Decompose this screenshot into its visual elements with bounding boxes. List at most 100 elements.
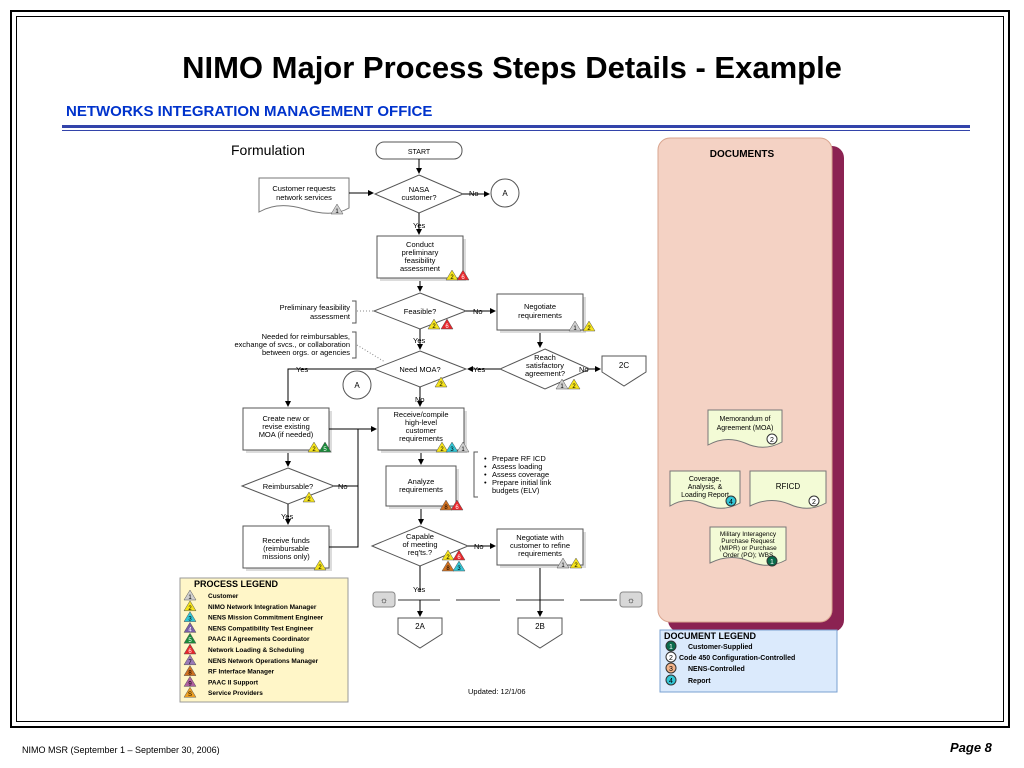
receive-compile-box: Receive/compile high-level customer requ… xyxy=(377,407,467,453)
svg-text:2: 2 xyxy=(587,326,591,332)
slide-title: NIMO Major Process Steps Details - Examp… xyxy=(182,50,842,85)
svg-text:preliminary: preliminary xyxy=(402,248,439,257)
slide-subtitle: NETWORKS INTEGRATION MANAGEMENT OFFICE xyxy=(66,103,433,120)
process-legend-label: PAAC II Support xyxy=(208,679,259,686)
doc-coverage-report: Coverage, Analysis, & Loading Report xyxy=(669,470,741,509)
svg-text:Report: Report xyxy=(688,678,711,685)
svg-text:8: 8 xyxy=(446,566,450,572)
svg-text:Loading Report: Loading Report xyxy=(681,492,729,499)
nasa-customer-decision: NASA customer? xyxy=(373,174,465,214)
role-badge-2: 2 xyxy=(441,549,455,561)
svg-text:Agreement (MOA): Agreement (MOA) xyxy=(717,425,774,432)
svg-text:No: No xyxy=(469,189,479,198)
parallel-bar: ☼ ☼ xyxy=(372,591,643,608)
negotiate-requirements-box: Negotiate requirements xyxy=(496,293,586,333)
svg-text:S: S xyxy=(188,692,192,698)
role-badge-1: 1 xyxy=(556,557,570,569)
process-legend-badge: S xyxy=(183,686,197,698)
svg-text:3: 3 xyxy=(188,617,192,623)
process-legend-badge: 6 xyxy=(183,643,197,655)
svg-text:Assess loading: Assess loading xyxy=(492,462,542,471)
documents-title: DOCUMENTS xyxy=(710,149,775,160)
svg-text:1: 1 xyxy=(561,563,565,569)
svg-text:requirements: requirements xyxy=(518,549,562,558)
svg-text:2: 2 xyxy=(669,655,673,662)
svg-text:Order (PO); WBS: Order (PO); WBS xyxy=(723,552,774,559)
svg-text:(MIPR) or Purchase: (MIPR) or Purchase xyxy=(719,545,777,552)
svg-text:2: 2 xyxy=(188,606,192,612)
footer-report-name: NIMO MSR (September 1 – September 30, 20… xyxy=(22,745,220,755)
doc-rficd: RFICD xyxy=(749,470,827,509)
svg-text:8: 8 xyxy=(188,671,192,677)
process-legend-label: PAAC II Agreements Coordinator xyxy=(208,636,310,643)
preliminary-feasibility-annotation: Preliminary feasibility assessment xyxy=(280,300,376,324)
offpage-connector-2a: 2A xyxy=(397,617,443,649)
svg-text:•: • xyxy=(484,478,487,487)
svg-text:customer?: customer? xyxy=(401,193,436,202)
svg-text:Code 450 Configuration-Control: Code 450 Configuration-Controlled xyxy=(679,655,795,662)
svg-text:Receive funds: Receive funds xyxy=(262,536,310,545)
svg-text:network services: network services xyxy=(276,193,332,202)
svg-text:Need MOA?: Need MOA? xyxy=(399,365,440,374)
doc-badge-2: 2 xyxy=(808,495,820,507)
offpage-connector-2c: 2C xyxy=(601,355,647,387)
svg-text:Needed for reimbursables,: Needed for reimbursables, xyxy=(262,332,350,341)
start-terminator: START xyxy=(375,141,463,160)
svg-text:No: No xyxy=(338,482,348,491)
document-legend-title: DOCUMENT LEGEND xyxy=(664,631,757,641)
svg-text:2: 2 xyxy=(312,447,316,453)
svg-text:2: 2 xyxy=(770,437,774,444)
slide-inner-frame xyxy=(16,16,1004,722)
svg-text:Yes: Yes xyxy=(413,585,425,594)
svg-text:6: 6 xyxy=(461,275,465,281)
svg-text:4: 4 xyxy=(188,627,192,633)
role-badge-6: 6 xyxy=(456,269,470,281)
svg-text:Conduct: Conduct xyxy=(406,240,435,249)
svg-text:satisfactory: satisfactory xyxy=(526,361,564,370)
svg-text:2: 2 xyxy=(812,499,816,506)
needed-for-annotation: Needed for reimbursables, exchange of sv… xyxy=(235,331,386,363)
footer-page-number: Page 8 xyxy=(950,740,992,755)
process-legend-box xyxy=(179,577,349,703)
svg-text:7: 7 xyxy=(188,660,192,666)
role-badge-1: 1 xyxy=(456,441,470,453)
process-legend-label: RF Interface Manager xyxy=(208,669,275,676)
role-badge-5: 5 xyxy=(318,441,332,453)
title-rule-thin xyxy=(62,130,970,131)
svg-text:Military Interagency: Military Interagency xyxy=(720,531,777,538)
process-legend-badge: 3 xyxy=(183,611,197,623)
svg-text:2: 2 xyxy=(307,497,311,503)
svg-text:5: 5 xyxy=(323,447,327,453)
svg-text:high-level: high-level xyxy=(405,418,437,427)
create-moa-box: Create new or revise existing MOA (if ne… xyxy=(242,407,332,453)
svg-text:revise existing: revise existing xyxy=(262,422,310,431)
svg-text:3: 3 xyxy=(669,666,673,673)
role-badge-2: 2 xyxy=(582,320,596,332)
svg-text:requirements: requirements xyxy=(518,311,562,320)
svg-text:assessment: assessment xyxy=(400,264,441,273)
process-legend-badge: 4 xyxy=(183,621,197,633)
connector-a: A xyxy=(490,178,520,208)
svg-text:Receive/compile: Receive/compile xyxy=(393,410,448,419)
process-legend-label: NENS Mission Commitment Engineer xyxy=(208,615,324,622)
svg-text:RFICD: RFICD xyxy=(776,482,801,491)
role-badge-2: 2 xyxy=(313,559,327,571)
svg-text:Reach: Reach xyxy=(534,353,556,362)
svg-text:6: 6 xyxy=(445,324,449,330)
svg-text:No: No xyxy=(474,542,484,551)
conduct-assessment-box: Conduct preliminary feasibility assessme… xyxy=(376,235,466,281)
svg-text:2: 2 xyxy=(450,275,454,281)
role-badge-2: 2 xyxy=(302,491,316,503)
process-legend-label: Customer xyxy=(208,593,239,600)
svg-text:Feasible?: Feasible? xyxy=(404,307,437,316)
svg-text:START: START xyxy=(408,149,431,156)
process-legend-badge: 1 xyxy=(183,589,197,601)
svg-text:Customer-Supplied: Customer-Supplied xyxy=(688,644,753,651)
process-legend-label: Service Providers xyxy=(208,690,263,697)
svg-text:Negotiate: Negotiate xyxy=(524,302,556,311)
svg-text:assessment: assessment xyxy=(310,312,351,321)
title-rule-thick xyxy=(62,125,970,128)
